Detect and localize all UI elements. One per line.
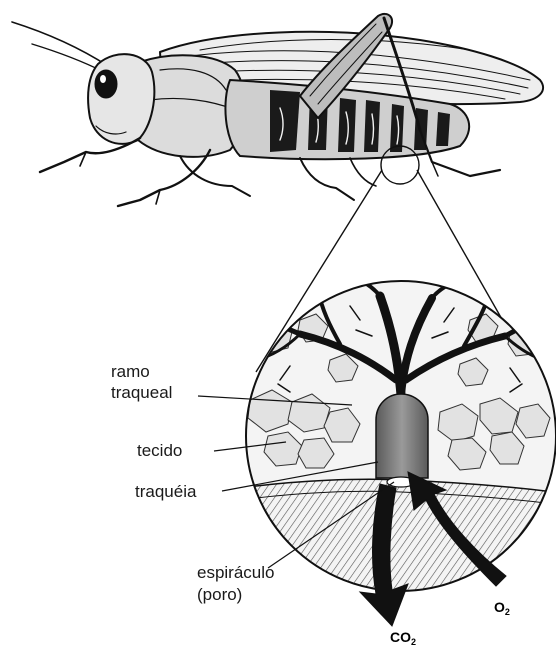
compound-eye: [95, 70, 117, 98]
antenna-lower: [32, 44, 104, 72]
co2-subscript: 2: [411, 637, 416, 647]
label-traqueia: traquéia: [135, 482, 197, 501]
o2-subscript: 2: [505, 607, 510, 617]
o2-main: O: [494, 599, 505, 615]
label-ramo: ramo: [111, 362, 150, 381]
head: [88, 54, 154, 144]
zoom-circle: [240, 264, 556, 600]
body-wall: [240, 479, 556, 600]
label-co2: CO2: [390, 629, 416, 647]
trachea-trunk: [376, 394, 428, 478]
label-poro: (poro): [197, 585, 242, 604]
label-o2: O2: [494, 599, 510, 617]
label-espiraculo: espiráculo: [197, 563, 275, 582]
antenna-upper: [12, 22, 108, 66]
grasshopper-illustration: [12, 14, 543, 206]
label-tecido: tecido: [137, 441, 182, 460]
label-traqueal: traqueal: [111, 383, 172, 402]
middle-leg: [118, 150, 210, 206]
co2-main: CO: [390, 629, 411, 645]
